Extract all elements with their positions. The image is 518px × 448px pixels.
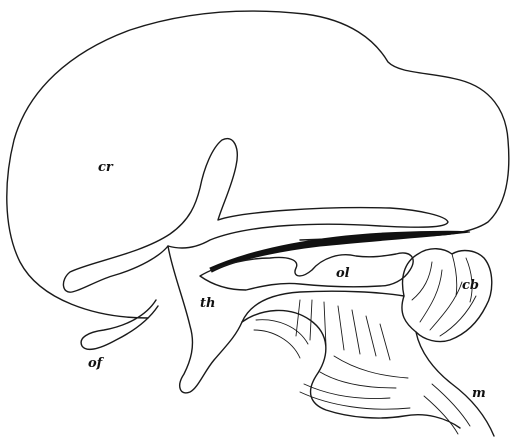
label-ol: ol: [336, 266, 350, 281]
cerebellum-folia: [412, 254, 476, 336]
cerebellum: [402, 249, 492, 342]
label-th: th: [200, 296, 215, 311]
cerebrum-outline: [7, 11, 509, 318]
lateral-ventricle: [63, 139, 448, 293]
label-cr: cr: [98, 160, 113, 175]
optic-stalk: [81, 300, 158, 349]
pons: [242, 310, 460, 428]
medulla: [416, 332, 494, 436]
pons-striations: [296, 300, 390, 360]
label-cb: cb: [462, 278, 479, 293]
label-m: m: [472, 386, 486, 401]
label-of: of: [88, 356, 102, 371]
ol-region: [200, 253, 413, 290]
